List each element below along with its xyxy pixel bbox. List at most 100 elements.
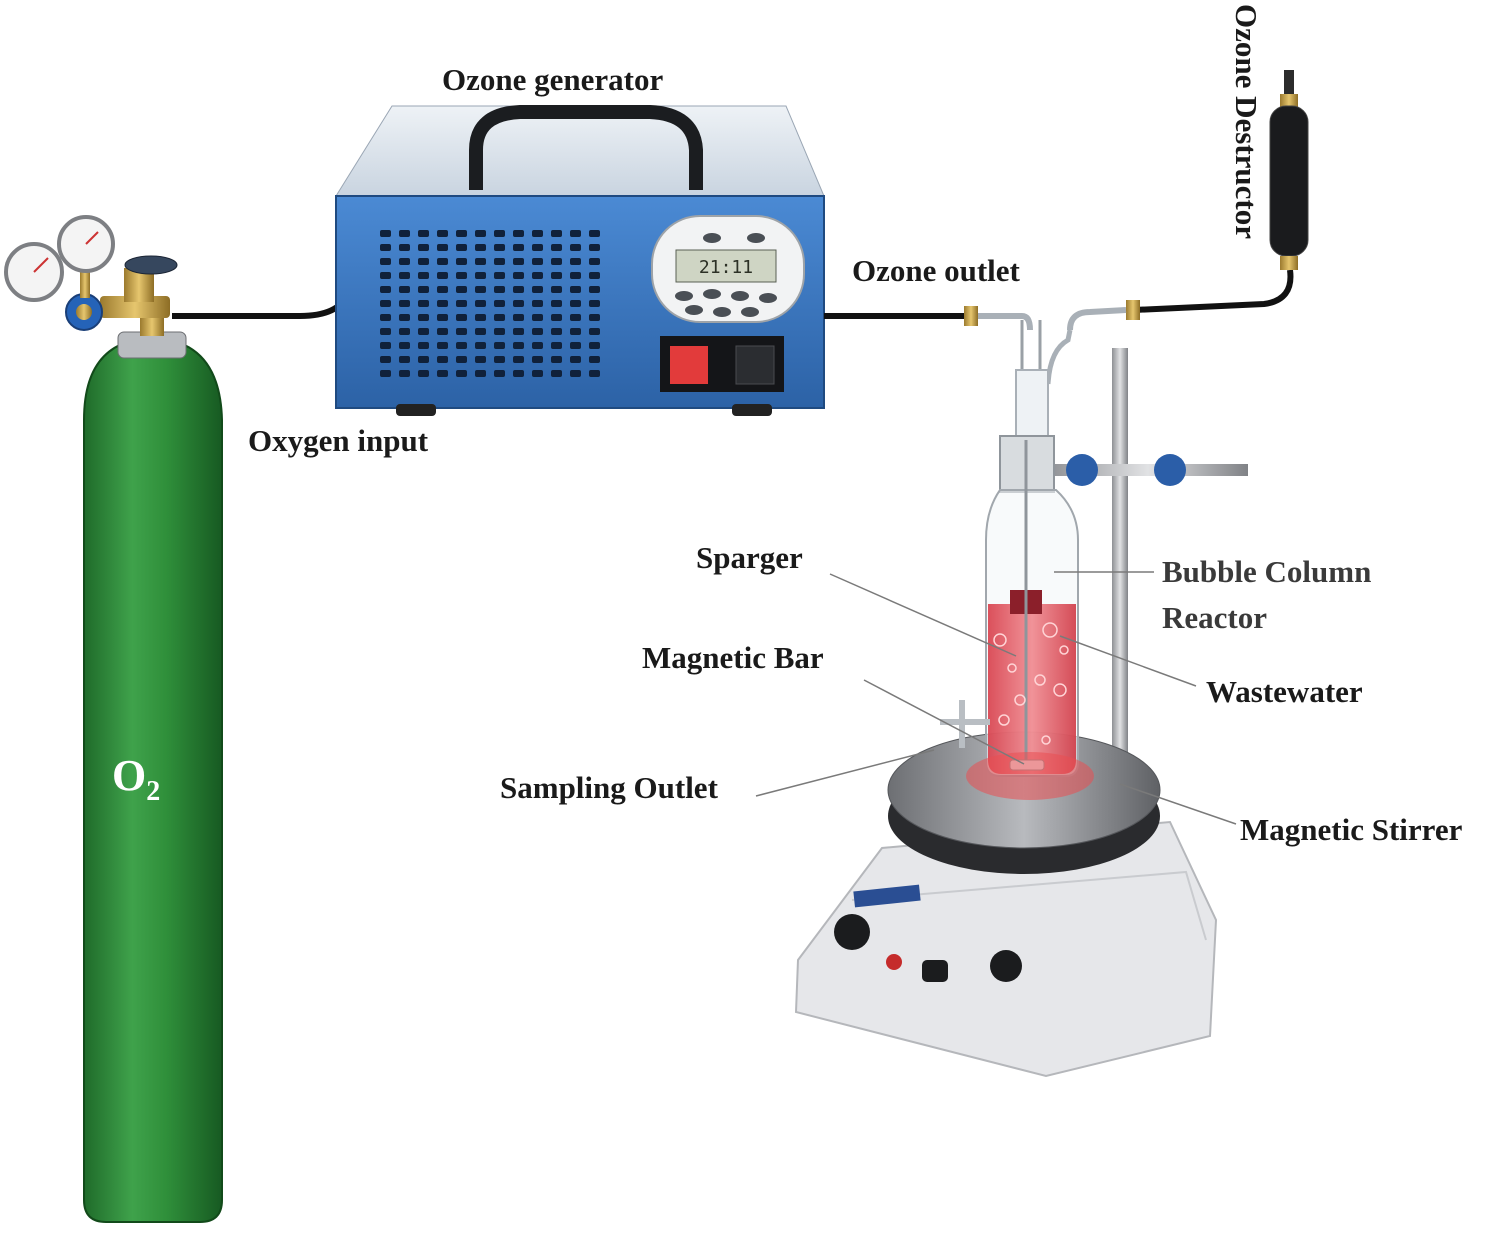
ozone-destructor <box>1269 70 1309 270</box>
leader-sparger <box>829 573 1017 657</box>
leader-magnetic-bar <box>863 679 1025 765</box>
vent-slot <box>399 286 410 293</box>
vent-slot <box>456 342 467 349</box>
vent-slot <box>380 286 391 293</box>
label-wastewater: Wastewater <box>1206 674 1363 709</box>
vent-slot <box>551 370 562 377</box>
vent-grille <box>380 230 600 377</box>
vent-slot <box>532 300 543 307</box>
label-magnetic-stirrer: Magnetic Stirrer <box>1240 812 1463 847</box>
vent-slot <box>399 272 410 279</box>
vent-slot <box>513 370 524 377</box>
label-oxygen-input: Oxygen input <box>248 423 429 458</box>
vent-slot <box>456 314 467 321</box>
timer-button <box>731 291 749 301</box>
vent-slot <box>551 244 562 251</box>
vent-slot <box>399 244 410 251</box>
vent-slot <box>437 314 448 321</box>
vent-slot <box>380 244 391 251</box>
vent-slot <box>589 286 600 293</box>
leader-sampling-outlet <box>755 749 935 797</box>
bubble <box>1041 735 1051 745</box>
vent-slot <box>494 244 505 251</box>
vent-slot <box>456 286 467 293</box>
timer-display: 21:11 <box>699 257 753 278</box>
vent-slot <box>380 314 391 321</box>
vent-slot <box>494 342 505 349</box>
timer-button <box>759 293 777 303</box>
vent-slot <box>418 272 429 279</box>
vent-slot <box>570 244 581 251</box>
vent-slot <box>475 244 486 251</box>
label-sparger: Sparger <box>696 540 803 575</box>
vent-slot <box>418 342 429 349</box>
vent-slot <box>399 356 410 363</box>
vent-slot <box>513 342 524 349</box>
vent-slot <box>418 258 429 265</box>
vent-slot <box>532 314 543 321</box>
vent-slot <box>513 314 524 321</box>
vent-slot <box>399 314 410 321</box>
vent-slot <box>399 230 410 237</box>
vent-slot <box>551 286 562 293</box>
bubble <box>993 633 1007 647</box>
vent-slot <box>380 356 391 363</box>
vent-slot <box>494 286 505 293</box>
vent-slot <box>456 244 467 251</box>
bubble <box>1059 645 1069 655</box>
timer-button <box>685 305 703 315</box>
vent-slot <box>532 244 543 251</box>
vent-slot <box>513 230 524 237</box>
vent-slot <box>589 314 600 321</box>
vent-slot <box>570 272 581 279</box>
vent-slot <box>513 258 524 265</box>
vent-slot <box>418 244 429 251</box>
vent-slot <box>570 230 581 237</box>
pressure-regulator <box>65 255 178 331</box>
vent-slot <box>589 370 600 377</box>
vent-slot <box>456 230 467 237</box>
bubble-column-reactor <box>940 307 1127 800</box>
vent-slot <box>532 258 543 265</box>
vent-slot <box>570 370 581 377</box>
vent-slot <box>475 258 486 265</box>
vent-slot <box>589 258 600 265</box>
vent-slot <box>380 300 391 307</box>
vent-slot <box>494 258 505 265</box>
vent-slot <box>418 370 429 377</box>
vent-slot <box>551 342 562 349</box>
vent-slot <box>437 272 448 279</box>
label-ozone-generator: Ozone generator <box>442 62 664 97</box>
pressure-gauge-left <box>4 242 64 302</box>
vent-slot <box>494 272 505 279</box>
oxygen-cylinder <box>83 300 223 1223</box>
vent-slot <box>551 230 562 237</box>
vent-slot <box>589 300 600 307</box>
vent-slot <box>513 272 524 279</box>
vent-slot <box>589 356 600 363</box>
bubble <box>1007 663 1017 673</box>
vent-slot <box>551 272 562 279</box>
vent-slot <box>380 272 391 279</box>
vent-slot <box>437 356 448 363</box>
bubbles <box>993 622 1069 745</box>
o2-subscript: 2 <box>146 775 161 807</box>
vent-slot <box>513 328 524 335</box>
vent-slot <box>570 314 581 321</box>
label-ozone-outlet: Ozone outlet <box>852 253 1020 288</box>
vent-slot <box>475 342 486 349</box>
ozone-generator: 21:11 <box>335 105 825 416</box>
vent-slot <box>380 258 391 265</box>
vent-slot <box>456 328 467 335</box>
vent-slot <box>437 286 448 293</box>
magnetic-stirrer <box>794 731 1218 1078</box>
vent-slot <box>418 286 429 293</box>
vent-slot <box>418 300 429 307</box>
vent-slot <box>437 230 448 237</box>
destructor-tube <box>1133 269 1294 313</box>
pressure-gauge-right <box>57 215 115 273</box>
label-sampling-outlet: Sampling Outlet <box>500 770 718 805</box>
timer-button <box>675 291 693 301</box>
vent-slot <box>513 300 524 307</box>
